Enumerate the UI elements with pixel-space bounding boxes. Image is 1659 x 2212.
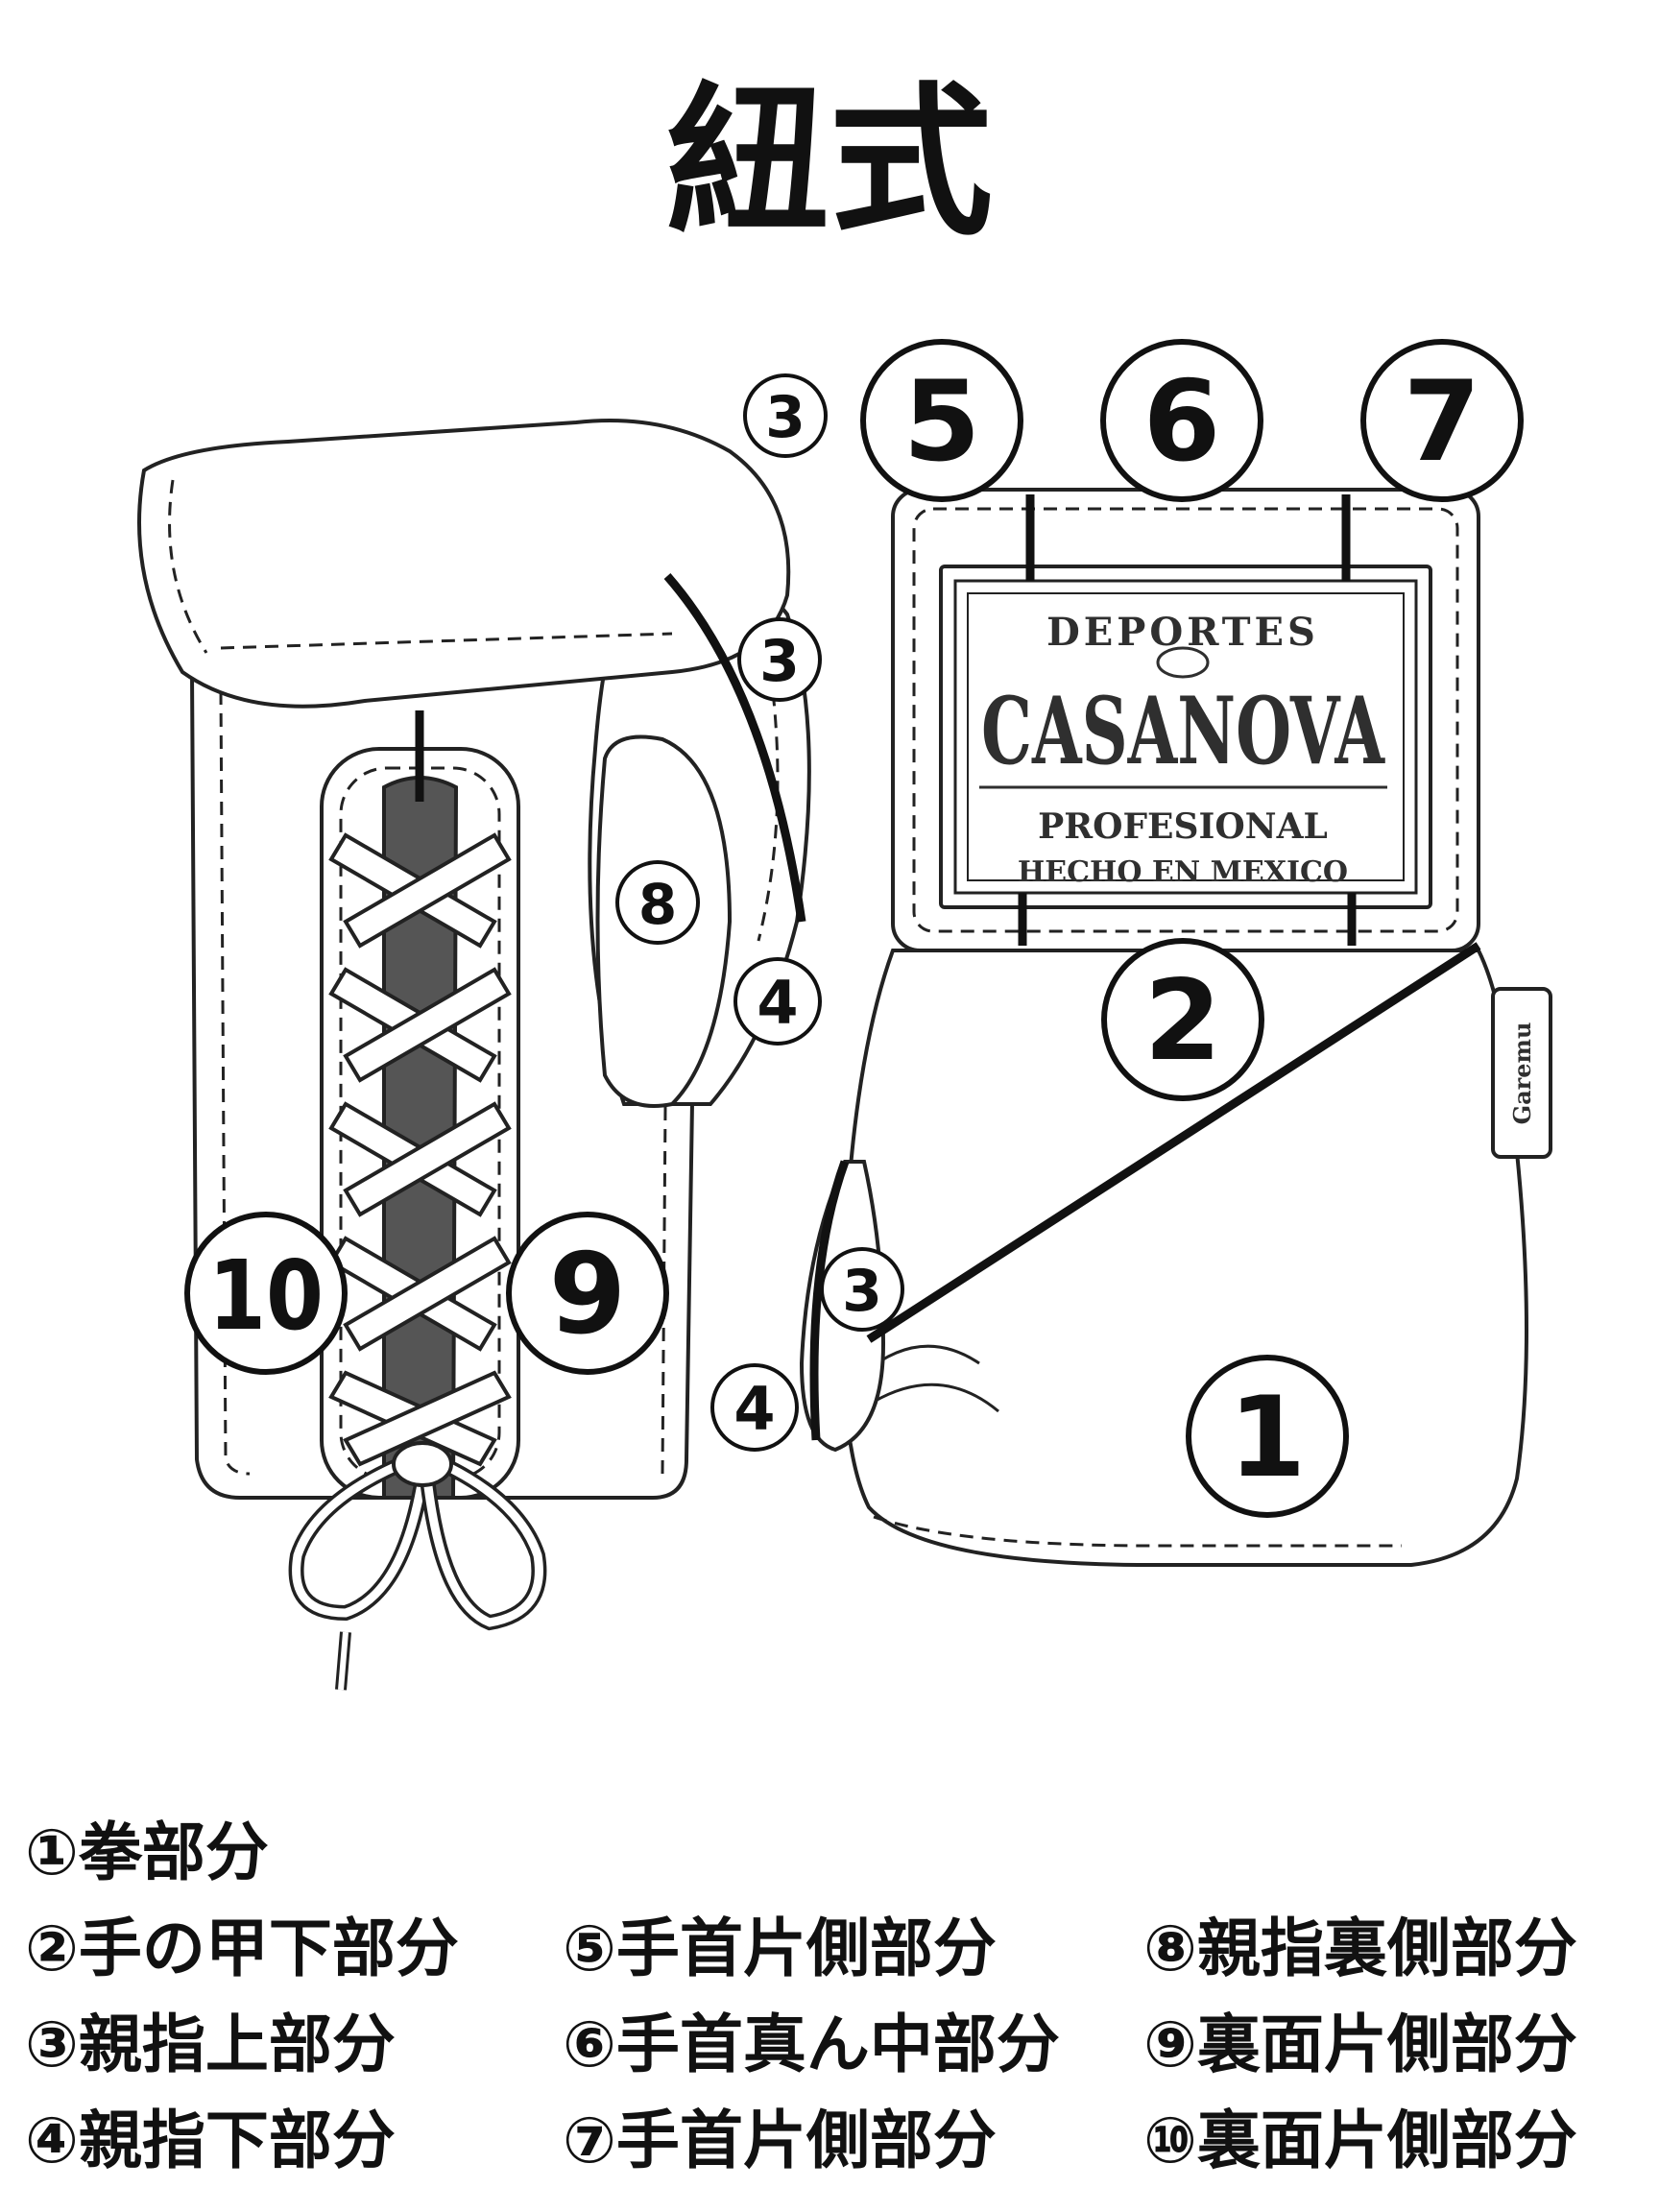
marker-4-left-glove: 4 — [733, 957, 822, 1046]
casanova-emblem — [1156, 646, 1210, 679]
svg-text:7: 7 — [1404, 357, 1481, 487]
legend-item-10: ⑩裏面片側部分 — [1143, 2104, 1577, 2177]
glove-diagram: DEPORTES CASANOVA PROFESIONAL HECHO EN M… — [137, 339, 1552, 1691]
marker-7: 7 — [1360, 339, 1524, 502]
label-casanova: CASANOVA — [981, 677, 1385, 785]
svg-text:8: 8 — [638, 872, 677, 937]
marker-3-top: 3 — [743, 373, 828, 458]
marker-5: 5 — [860, 339, 1023, 502]
legend-item-4: ④親指下部分 — [25, 2104, 396, 2177]
svg-text:3: 3 — [765, 384, 805, 451]
page-title: 紐式 — [665, 68, 993, 258]
right-glove-indicator-lines — [809, 494, 1481, 1441]
side-tag-text: Garemu — [1508, 1022, 1536, 1125]
marker-3-left-glove: 3 — [737, 617, 822, 702]
svg-text:3: 3 — [759, 628, 800, 695]
svg-text:2: 2 — [1144, 956, 1222, 1086]
label-hecho-en-mexico: HECHO EN MEXICO — [1018, 855, 1348, 889]
left-glove-indicator-lines — [415, 573, 806, 923]
legend-item-2: ②手の甲下部分 — [25, 1911, 459, 1985]
marker-10: 10 — [184, 1212, 348, 1375]
marker-8: 8 — [615, 860, 700, 945]
marker-1: 1 — [1186, 1355, 1349, 1518]
legend-item-3: ③親指上部分 — [25, 2008, 396, 2081]
legend-item-9: ⑨裏面片側部分 — [1143, 2008, 1577, 2081]
marker-4-right-glove: 4 — [710, 1363, 799, 1452]
marker-6: 6 — [1100, 339, 1263, 502]
svg-text:5: 5 — [903, 357, 981, 487]
marker-9: 9 — [506, 1212, 669, 1375]
svg-text:4: 4 — [733, 1374, 775, 1444]
svg-text:9: 9 — [549, 1230, 627, 1359]
svg-text:1: 1 — [1229, 1373, 1307, 1503]
svg-text:3: 3 — [842, 1258, 882, 1325]
lace-glove-illustration — [137, 419, 811, 1691]
svg-text:6: 6 — [1143, 357, 1221, 487]
legend: ①拳部分 ②手の甲下部分 ③親指上部分 ④親指下部分 ⑤手首片側部分 ⑥手首真ん… — [25, 1815, 1647, 2199]
legend-item-5: ⑤手首片側部分 — [563, 1911, 997, 1985]
legend-item-7: ⑦手首片側部分 — [563, 2104, 997, 2177]
marker-3-right-glove: 3 — [820, 1247, 904, 1332]
legend-item-1: ①拳部分 — [25, 1815, 269, 1889]
marker-2: 2 — [1101, 938, 1264, 1101]
svg-text:10: 10 — [208, 1239, 324, 1352]
label-profesional: PROFESIONAL — [1038, 806, 1328, 847]
legend-item-8: ⑧親指裏側部分 — [1143, 1911, 1577, 1985]
legend-item-6: ⑥手首真ん中部分 — [563, 2008, 1060, 2081]
svg-text:4: 4 — [757, 968, 798, 1038]
